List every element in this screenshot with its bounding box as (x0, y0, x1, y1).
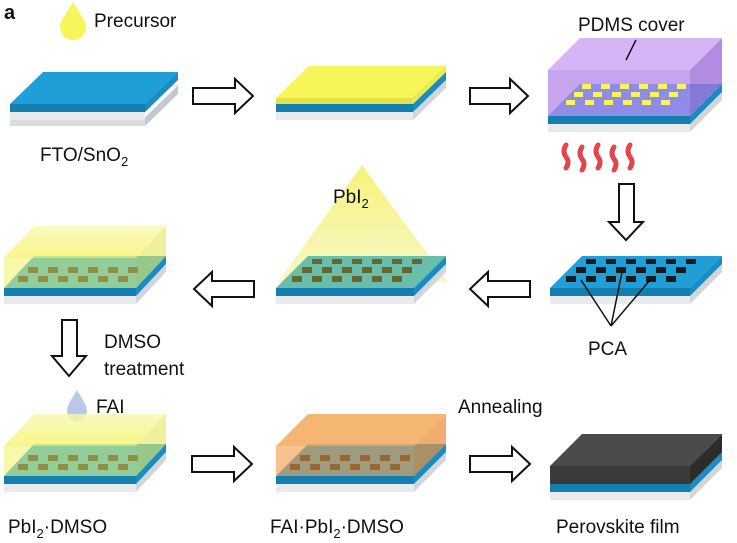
arrow-right-4 (469, 444, 532, 484)
substrate-pdms (548, 38, 722, 132)
pca-label: PCA (588, 339, 628, 360)
arrow-down-2 (49, 319, 89, 378)
precursor-label: Precursor (94, 11, 177, 32)
substrate-pbi2 (276, 256, 446, 304)
substrate-fto (8, 72, 180, 126)
arrow-left-2 (192, 269, 255, 309)
substrate-pbi2-dmso (4, 414, 166, 492)
pbi2-dmso-label: PbI2·DMSO (8, 517, 108, 541)
pdms-pointer (625, 39, 637, 61)
substrate-fai-pbi2-dmso (276, 414, 446, 492)
evaporation-icon (561, 142, 635, 173)
substrate-pca (550, 256, 722, 304)
substrate-pbi2-film (4, 226, 166, 304)
pca-pointers (580, 271, 651, 327)
pbi2-label: PbI2 (333, 187, 369, 211)
arrow-right-3 (191, 444, 254, 484)
precursor-droplet-icon (60, 2, 86, 40)
fai-pbi2-dmso-label: FAI·PbI2·DMSO (270, 517, 404, 541)
dmso-label-line2: treatment (104, 359, 185, 380)
substrate-perovskite (550, 434, 722, 500)
annealing-label: Annealing (458, 397, 543, 418)
arrow-right-2 (469, 76, 530, 116)
arrow-right-1 (192, 76, 255, 116)
arrow-down-1 (606, 183, 646, 242)
substrate-precursor (276, 66, 446, 120)
panel-label: a (4, 2, 16, 24)
perovskite-label: Perovskite film (556, 517, 680, 538)
dmso-label-line1: DMSO (104, 332, 161, 353)
fto-label: FTO/SnO2 (40, 145, 129, 169)
arrow-left-1 (468, 269, 531, 309)
pbi2-vapor-cone (278, 165, 448, 282)
fai-label: FAI (96, 397, 125, 418)
pdms-cover-label: PDMS cover (578, 15, 685, 36)
fai-droplet-icon (67, 390, 87, 421)
